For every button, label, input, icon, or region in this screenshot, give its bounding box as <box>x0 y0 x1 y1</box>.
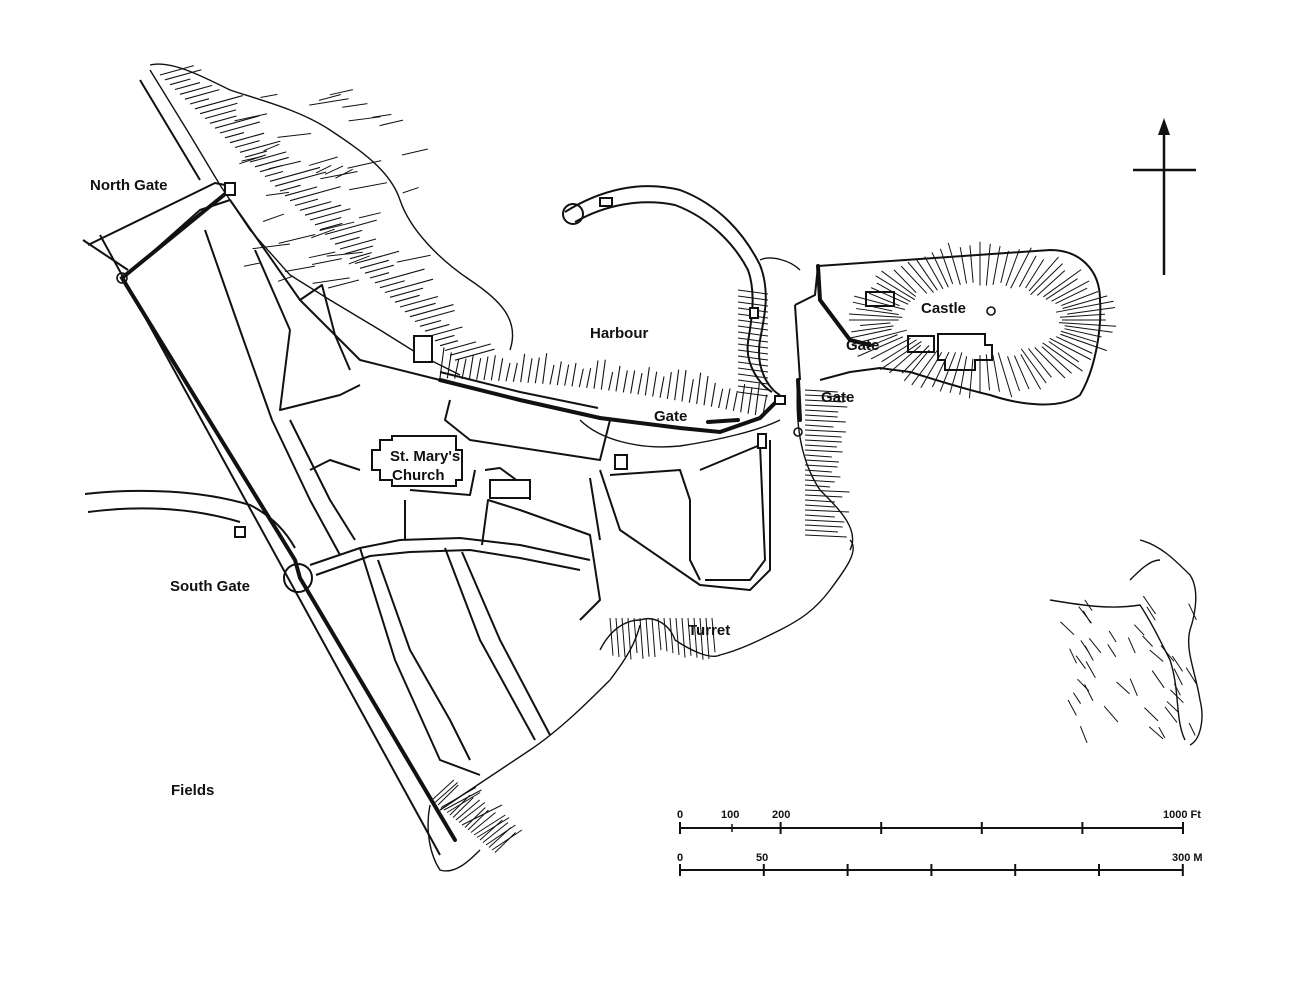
fields-label: Fields <box>171 782 214 799</box>
east-island <box>1049 539 1203 746</box>
scale-feet-tick-100: 100 <box>721 809 739 821</box>
castle-headland <box>793 241 1117 551</box>
scale-bar-feet: 0 100 200 1000 Ft <box>677 809 1201 834</box>
scale-feet-tick-0: 0 <box>677 809 683 821</box>
west-beach <box>84 489 296 549</box>
turret-label: Turret <box>688 622 730 639</box>
castle-label: Castle <box>921 300 966 317</box>
scale-metres-tick-50: 50 <box>756 852 768 864</box>
scale-metres-tick-0: 0 <box>677 852 683 864</box>
church-label-line2: Church <box>392 467 445 484</box>
church-outline <box>371 435 463 487</box>
north-gate-label: North Gate <box>90 177 168 194</box>
south-coast <box>427 539 854 872</box>
north-arrow-icon <box>1133 118 1196 275</box>
south-gate-label: South Gate <box>170 578 250 595</box>
castle-gate-label: Gate <box>846 337 879 354</box>
harbour-label: Harbour <box>590 325 649 342</box>
scale-feet-tick-200: 200 <box>772 809 790 821</box>
town-streets <box>82 79 786 856</box>
harbour-gate-label: Gate <box>654 408 687 425</box>
scale-feet-tick-max: 1000 Ft <box>1163 809 1201 821</box>
harbour-wall <box>438 371 782 448</box>
harbour-outline <box>439 185 801 417</box>
west-cliff-hatching <box>149 63 514 376</box>
scale-bar-metres: 0 50 300 M <box>677 852 1203 876</box>
scale-metres-tick-max: 300 M <box>1172 852 1203 864</box>
church-label-line1: St. Mary's <box>390 448 460 465</box>
east-gate-label: Gate <box>821 389 854 406</box>
